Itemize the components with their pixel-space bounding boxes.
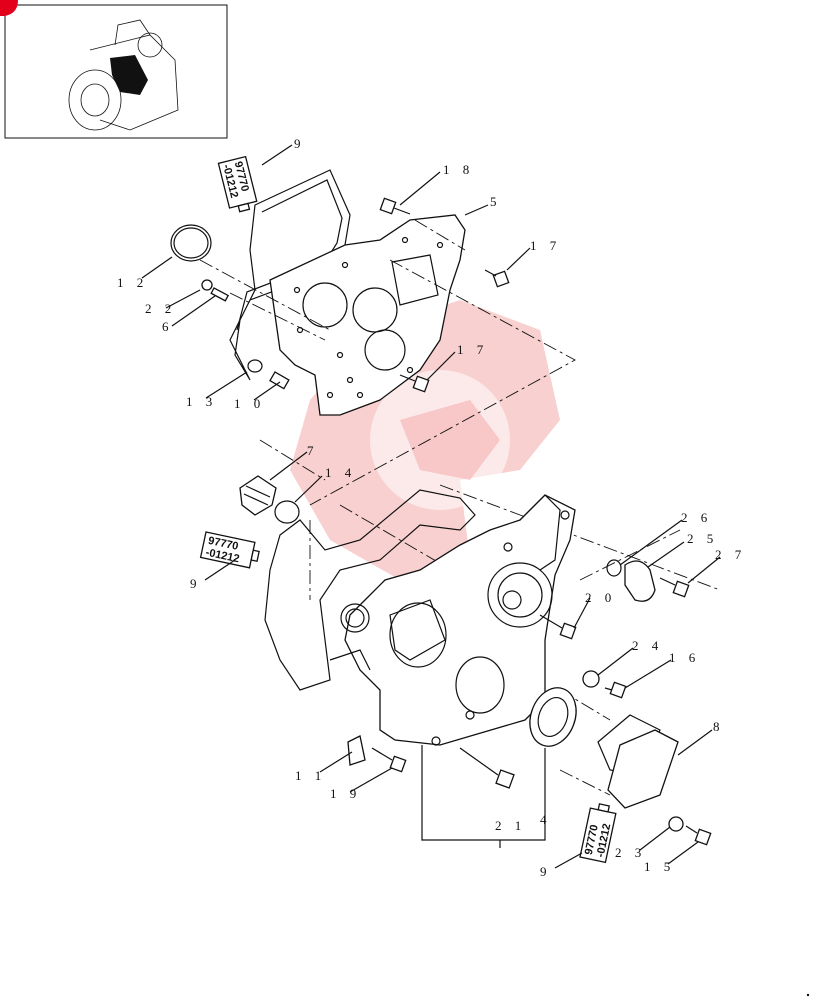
bolt-20 — [539, 614, 577, 640]
gear-case-housing — [329, 494, 576, 746]
callout-16: 1 6 — [669, 650, 700, 665]
callout-18: 1 8 — [443, 162, 474, 177]
callout-24: 2 4 — [632, 638, 663, 653]
front-plate — [269, 214, 466, 416]
leader-lines — [141, 144, 721, 869]
callout-9-bottom: 9 — [540, 864, 552, 879]
o-ring-14 — [274, 500, 300, 524]
callout-6: 6 — [162, 319, 174, 334]
callout-8: 8 — [713, 719, 725, 734]
callout-7: 7 — [307, 443, 319, 458]
bolt-21 — [459, 747, 515, 789]
callout-5: 5 — [490, 194, 502, 209]
bolt-16 — [604, 681, 627, 699]
callout-19: 1 9 — [330, 786, 361, 801]
callout-27: 2 7 — [715, 547, 746, 562]
callout-26: 2 6 — [681, 510, 712, 525]
plug-22 — [201, 279, 230, 302]
callout-20: 2 0 — [585, 590, 616, 605]
sealant-tube-bottom: 97770 -01212 — [579, 803, 617, 864]
callout-23: 2 3 — [615, 845, 646, 860]
sealant-tube-top: 97770 -01212 — [217, 155, 258, 213]
o-ring-26 — [606, 559, 622, 577]
bracket-11 — [347, 735, 366, 766]
washer-23 — [668, 816, 684, 832]
callout-14: 1 4 — [325, 465, 356, 480]
oil-seal-4 — [529, 687, 577, 747]
bolt-17-upper — [484, 269, 510, 288]
callout-25: 2 5 — [687, 531, 718, 546]
oil-filler-cap-7 — [239, 475, 277, 516]
engine-thumbnail[interactable] — [0, 0, 228, 139]
callout-15: 1 5 — [644, 859, 675, 874]
bolt-27 — [659, 577, 690, 598]
cover-8 — [597, 714, 679, 809]
callout-13: 1 3 — [186, 394, 217, 409]
cover-25 — [624, 560, 656, 602]
callout-labels: 1 2 2 2 6 1 3 1 0 9 1 8 5 1 7 1 7 7 1 4 … — [117, 136, 746, 879]
callout-4: 4 — [540, 812, 552, 827]
bolt-18 — [379, 197, 411, 215]
o-ring-12 — [170, 224, 212, 262]
callout-22: 2 2 — [145, 301, 176, 316]
callout-12: 1 2 — [117, 275, 148, 290]
washer-24 — [582, 670, 600, 688]
sealant-tube-middle: 97770 -01212 — [199, 531, 260, 569]
callout-17-upper: 1 7 — [530, 238, 561, 253]
callout-9-middle: 9 — [190, 576, 202, 591]
callout-9-top: 9 — [294, 136, 306, 151]
callout-21: 2 1 — [495, 818, 526, 833]
engine-thumbnail-icon — [68, 19, 179, 131]
dowel-pin-10 — [269, 371, 290, 390]
lower-gasket — [264, 489, 476, 691]
corner-badge — [0, 0, 18, 16]
callout-10: 1 0 — [234, 396, 265, 411]
bolt-15 — [685, 825, 712, 846]
bolt-17-lower — [399, 374, 430, 393]
callout-17-lower: 1 7 — [457, 342, 488, 357]
bolt-19 — [371, 747, 407, 773]
seal-ring-13 — [247, 359, 263, 373]
callout-11: 1 1 — [295, 768, 326, 783]
